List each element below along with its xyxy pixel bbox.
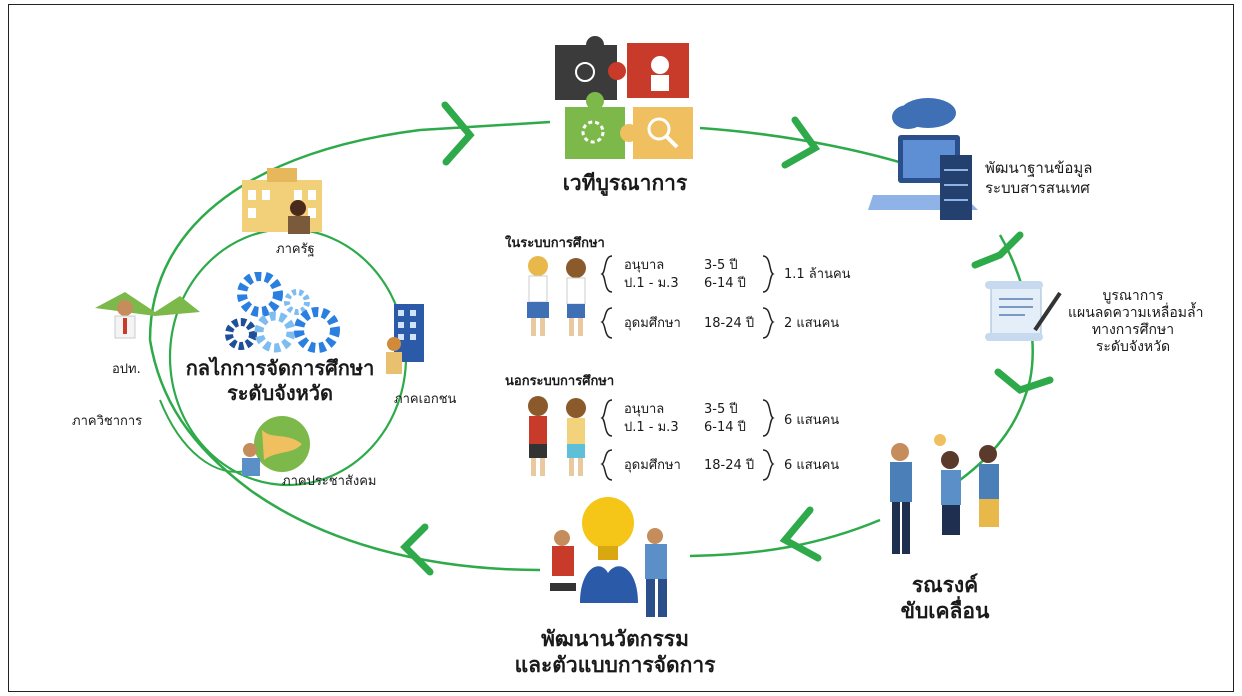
students-icon: [527, 256, 586, 336]
out-school-level-1: อนุบาล: [624, 402, 665, 417]
out-school-level-2: ป.1 - ม.3: [624, 420, 679, 435]
in-school-age-1: 3-5 ปี: [704, 258, 738, 273]
node-plan: บูรณาการ แผนลดความเหลื่อมล้ำ ทางการศึกษา…: [1068, 288, 1204, 356]
out-school-total-1: 6 แสนคน: [784, 413, 840, 428]
scroll-icon: [985, 281, 1062, 341]
node-innovation-line1: พัฒนานวัตกรรม: [541, 627, 689, 651]
node-database-line2: ระบบสารสนเทศ: [985, 179, 1090, 197]
in-school-row-1: อนุบาล: [624, 258, 664, 274]
lightbulb-icon: [550, 497, 667, 617]
in-school-level-1: อนุบาล: [624, 258, 665, 273]
node-campaign: รณรงค์ ขับเคลื่อน: [880, 572, 1010, 624]
in-school-row-2: ป.1 - ม.3: [624, 276, 679, 292]
node-database-line1: พัฒนาฐานข้อมูล: [985, 159, 1093, 177]
node-innovation-line2: และตัวแบบการจัดการ: [514, 653, 716, 677]
arrow-bottom-left: [400, 523, 434, 576]
cycle-line-bottom-left: [148, 339, 541, 572]
academic-link: [159, 399, 251, 473]
node-database: พัฒนาฐานข้อมูล ระบบสารสนเทศ: [985, 158, 1092, 198]
out-school-higher-age: 18-24 ปี: [704, 458, 755, 473]
gears-icon: [225, 272, 340, 353]
arrow-right-1: [971, 231, 1024, 269]
out-school-total-2: 6 แสนคน: [784, 458, 840, 473]
mechanism-title-line1: กลไกการจัดการศึกษา: [185, 356, 375, 380]
arrow-right-2: [994, 368, 1054, 394]
node-campaign-line2: ขับเคลื่อน: [900, 599, 990, 623]
label-government: ภาครัฐ: [276, 242, 315, 257]
arrow-top-right: [781, 116, 821, 169]
arrow-bottom-right: [779, 506, 822, 562]
node-plan-line4: ระดับจังหวัด: [1095, 339, 1171, 355]
civil-society-globe-icon: [242, 416, 310, 476]
mechanism-title-line2: ระดับจังหวัด: [226, 381, 334, 405]
in-school-total-1: 1.1 ล้านคน: [784, 267, 851, 282]
government-building-icon: [242, 168, 322, 234]
in-school-level-2: ป.1 - ม.3: [624, 276, 679, 291]
label-local-government: อปท.: [112, 362, 141, 377]
out-school-braces: [600, 399, 775, 481]
node-plan-line1: บูรณาการ: [1102, 288, 1164, 304]
in-school-higher-age: 18-24 ปี: [704, 316, 755, 331]
cycle-line-bottom-right: [689, 518, 881, 558]
in-school-age-2: 6-14 ปี: [704, 276, 746, 291]
node-plan-line3: ทางการศึกษา: [1091, 322, 1175, 338]
out-of-school-children-icon: [528, 396, 586, 476]
cycle-line-left-top: [148, 120, 551, 341]
node-plan-line2: แผนลดความเหลื่อมล้ำ: [1068, 305, 1204, 321]
in-school-braces: [600, 255, 775, 339]
in-school-total-2: 2 แสนคน: [784, 316, 840, 331]
in-school-title: ในระบบการศึกษา: [505, 236, 605, 251]
in-school-higher-level: อุดมศึกษา: [624, 316, 681, 331]
mechanism-title: กลไกการจัดการศึกษา ระดับจังหวัด: [175, 356, 385, 406]
puzzle-icon: [555, 36, 693, 159]
diagram-frame: [8, 4, 1234, 692]
label-civil-society: ภาคประชาสังคม: [282, 474, 377, 489]
team-celebration-icon: [890, 434, 999, 554]
out-school-age-2: 6-14 ปี: [704, 420, 746, 435]
node-campaign-line1: รณรงค์: [911, 573, 979, 597]
out-school-higher-level: อุดมศึกษา: [624, 458, 681, 473]
arrow-top-left: [441, 101, 475, 166]
node-innovation: พัฒนานวัตกรรม และตัวแบบการจัดการ: [505, 626, 725, 678]
label-private: ภาคเอกชน: [394, 392, 457, 407]
out-school-age-1: 3-5 ปี: [704, 402, 738, 417]
private-sector-building-icon: [386, 304, 424, 374]
out-school-title: นอกระบบการศึกษา: [505, 374, 615, 389]
node-integration-forum: เวทีบูรณาการ: [562, 171, 688, 195]
local-government-icon: [95, 292, 200, 339]
label-academic: ภาควิชาการ: [72, 414, 143, 429]
server-icon: [868, 98, 978, 220]
